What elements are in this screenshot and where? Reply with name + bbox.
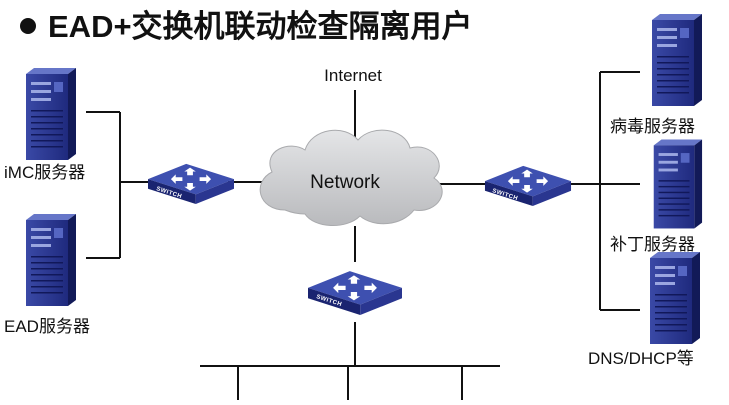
page-title: EAD+交换机联动检查隔离用户 [48,9,473,44]
virus-server-label: 病毒服务器 [610,117,695,136]
dns-dhcp-label: DNS/DHCP等 [588,349,694,368]
network-cloud [259,129,443,227]
right-switch-icon [484,165,572,206]
connection-lines [86,71,640,400]
title-bullet-icon [20,18,36,34]
right-switch: SWITCH [484,165,572,206]
left-switch-icon [148,163,234,204]
imc-server-icon [26,68,76,160]
network-label: Network [310,172,380,193]
imc-server-label: iMC服务器 [4,163,85,182]
virus-server-icon [652,14,702,106]
bottom-switch: SWITCH [308,271,402,316]
ead-server-icon [26,214,76,306]
left-switch: SWITCH [148,163,234,204]
ead-server-label: EAD服务器 [4,317,90,336]
bottom-switch-icon [308,271,402,316]
patch-server-icon [653,139,703,229]
dns-dhcp-server-icon [650,252,700,344]
internet-label: Internet [324,66,382,85]
patch-server-label: 补丁服务器 [610,235,695,254]
